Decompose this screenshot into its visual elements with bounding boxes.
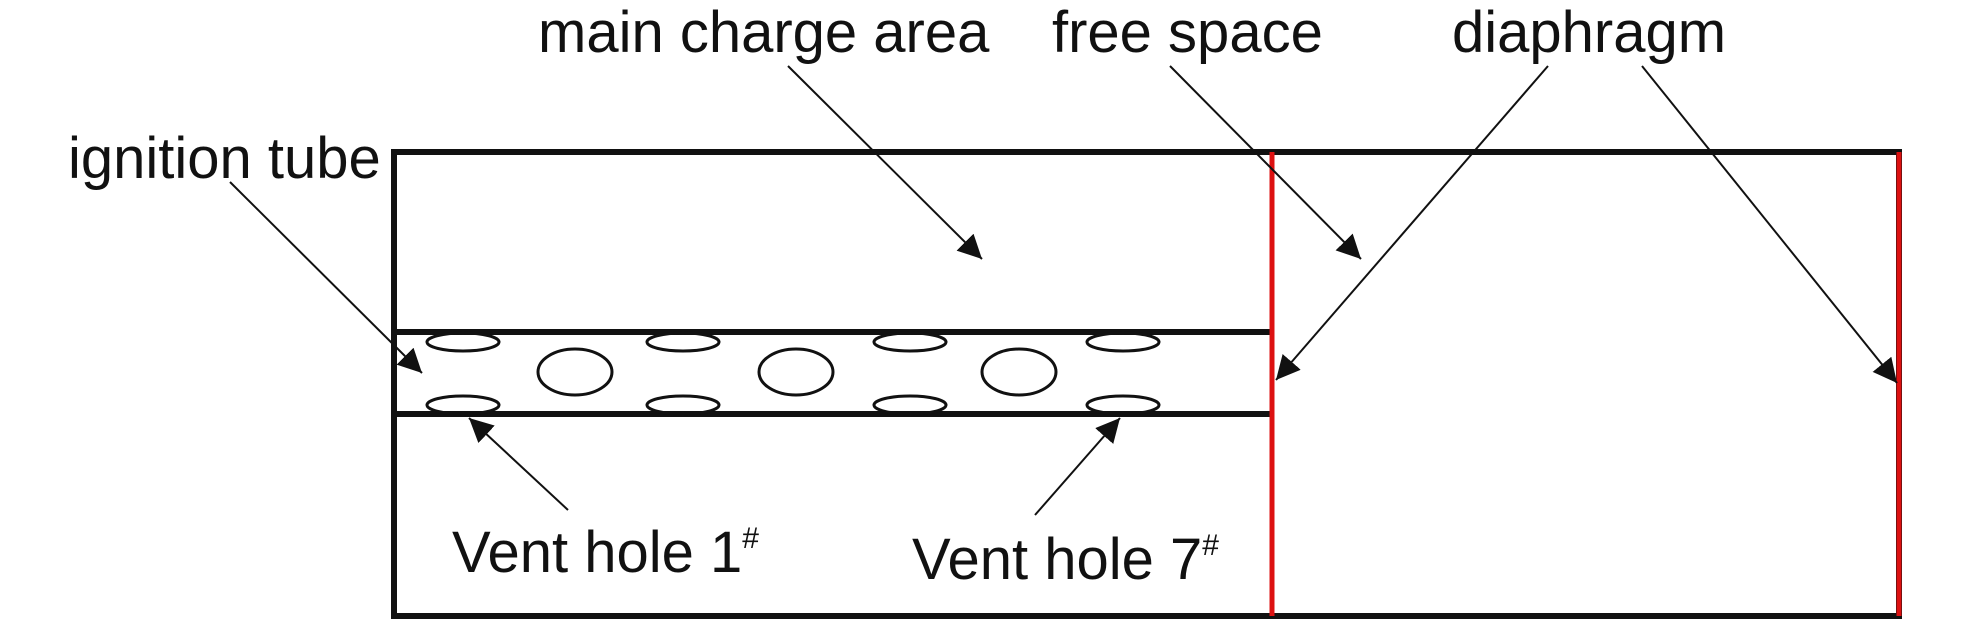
arrow-vent-hole-7 [1034,417,1121,516]
vent-hole-ellipse [872,394,948,416]
vent-hole-ellipse [872,331,948,353]
arrow-diaphragm-outer [1641,65,1898,384]
label-vent-hole-7: Vent hole 7# [912,527,1219,592]
vent-hole-ellipse [1085,331,1161,353]
vent-holes-middle-row [536,347,1058,397]
vent-hole-1-ellipse [425,394,501,416]
label-ignition-tube: ignition tube [68,126,381,191]
vent-hole-ellipse [425,331,501,353]
vent-hole-circle [757,347,835,397]
label-diaphragm: diaphragm [1452,0,1726,65]
arrow-vent-hole-1 [468,417,569,511]
arrow-free-space [1169,65,1362,260]
arrow-ignition-tube [229,181,423,374]
vent-hole-7-ellipse [1085,394,1161,416]
vent-hole-circle [536,347,614,397]
label-vent-hole-1: Vent hole 1# [452,520,759,585]
vent-hole-circle [980,347,1058,397]
arrow-main-charge-area [787,65,983,260]
vent-hole-ellipse [645,331,721,353]
vent-holes-upper-row [425,331,1161,353]
vent-hole-ellipse [645,394,721,416]
leader-arrows [229,65,1898,516]
vent-holes-lower-row [425,394,1161,416]
label-vent-hole-1-text: Vent hole 1 [452,520,742,585]
label-vent-hole-7-text: Vent hole 7 [912,527,1202,592]
label-free-space: free space [1052,0,1323,65]
arrow-diaphragm-inner [1275,65,1549,381]
label-vent-hole-1-sup: # [742,522,759,555]
label-vent-hole-7-sup: # [1202,529,1219,562]
label-main-charge-area: main charge area [538,0,990,65]
